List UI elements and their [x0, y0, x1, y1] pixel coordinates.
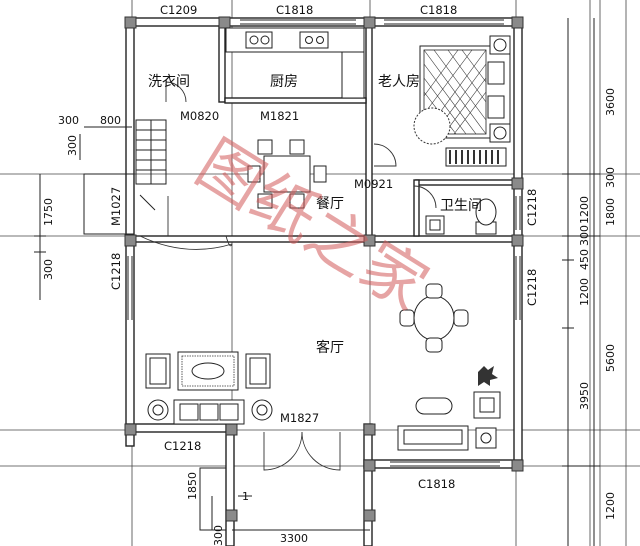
dim-right-1800: 1800	[604, 198, 617, 226]
dim-inner-3950: 3950	[578, 382, 591, 410]
room-label-kitchen: 厨房	[270, 74, 298, 90]
dimension-lines	[34, 18, 600, 546]
dim-left-300: 300	[42, 259, 55, 280]
door-code-elder: M0921	[354, 177, 393, 191]
dim-right-5600: 5600	[604, 344, 617, 372]
columns	[124, 16, 524, 522]
living-sofa-set	[145, 351, 273, 425]
dim-right-1200-bottom: 1200	[604, 492, 617, 520]
room-label-elder-bedroom: 老人房	[378, 74, 420, 90]
bed	[413, 35, 511, 167]
window-code-right-upper: C1218	[525, 189, 539, 226]
dim-bottom-300: 300	[212, 525, 225, 546]
dim-stair-300-a: 300	[58, 114, 79, 127]
door-code-laundry: M0820	[180, 109, 219, 123]
dim-inner-1200-a: 1200	[578, 196, 591, 224]
porch	[199, 467, 252, 531]
living-right-furniture	[397, 283, 501, 451]
window-code-right-lower: C1218	[525, 269, 539, 306]
window-code-top-right: C1818	[420, 3, 457, 17]
window-code-top-left: C1209	[160, 3, 197, 17]
staircase	[83, 119, 167, 235]
bathroom-fixtures	[425, 198, 497, 235]
room-label-laundry: 洗衣间	[148, 74, 190, 90]
dim-left-1750: 1750	[42, 198, 55, 226]
door-code-kitchen: M1821	[260, 109, 299, 123]
window-code-bottom-right: C1818	[418, 477, 455, 491]
watermark: 图纸之家	[184, 127, 440, 325]
dim-bottom-3300: 3300	[280, 532, 308, 545]
window-marks	[127, 19, 521, 467]
dim-stair-800: 800	[100, 114, 121, 127]
window-code-left: C1218	[109, 253, 123, 290]
room-label-bathroom: 卫生间	[440, 198, 482, 214]
dim-right-3600: 3600	[604, 88, 617, 116]
window-code-top-mid: C1818	[276, 3, 313, 17]
dining-table	[247, 139, 327, 209]
axis-mark-one: 1	[242, 490, 249, 503]
dim-inner-1200-b: 1200	[578, 278, 591, 306]
room-label-dining: 餐厅	[316, 196, 344, 212]
kitchen-counter	[225, 27, 365, 99]
dim-stair-300-b: 300	[66, 135, 79, 156]
window-code-bottom-left: C1218	[164, 439, 201, 453]
door-code-entrance: M1827	[280, 411, 319, 425]
dim-inner-300: 300	[578, 225, 591, 246]
door-swings	[139, 81, 437, 471]
room-label-living: 客厅	[316, 339, 344, 356]
dim-porch-1850: 1850	[186, 472, 199, 500]
dim-right-300: 300	[604, 167, 617, 188]
interior-walls	[133, 25, 515, 243]
door-code-stair: M1027	[109, 187, 123, 226]
dim-inner-450: 450	[578, 249, 591, 270]
